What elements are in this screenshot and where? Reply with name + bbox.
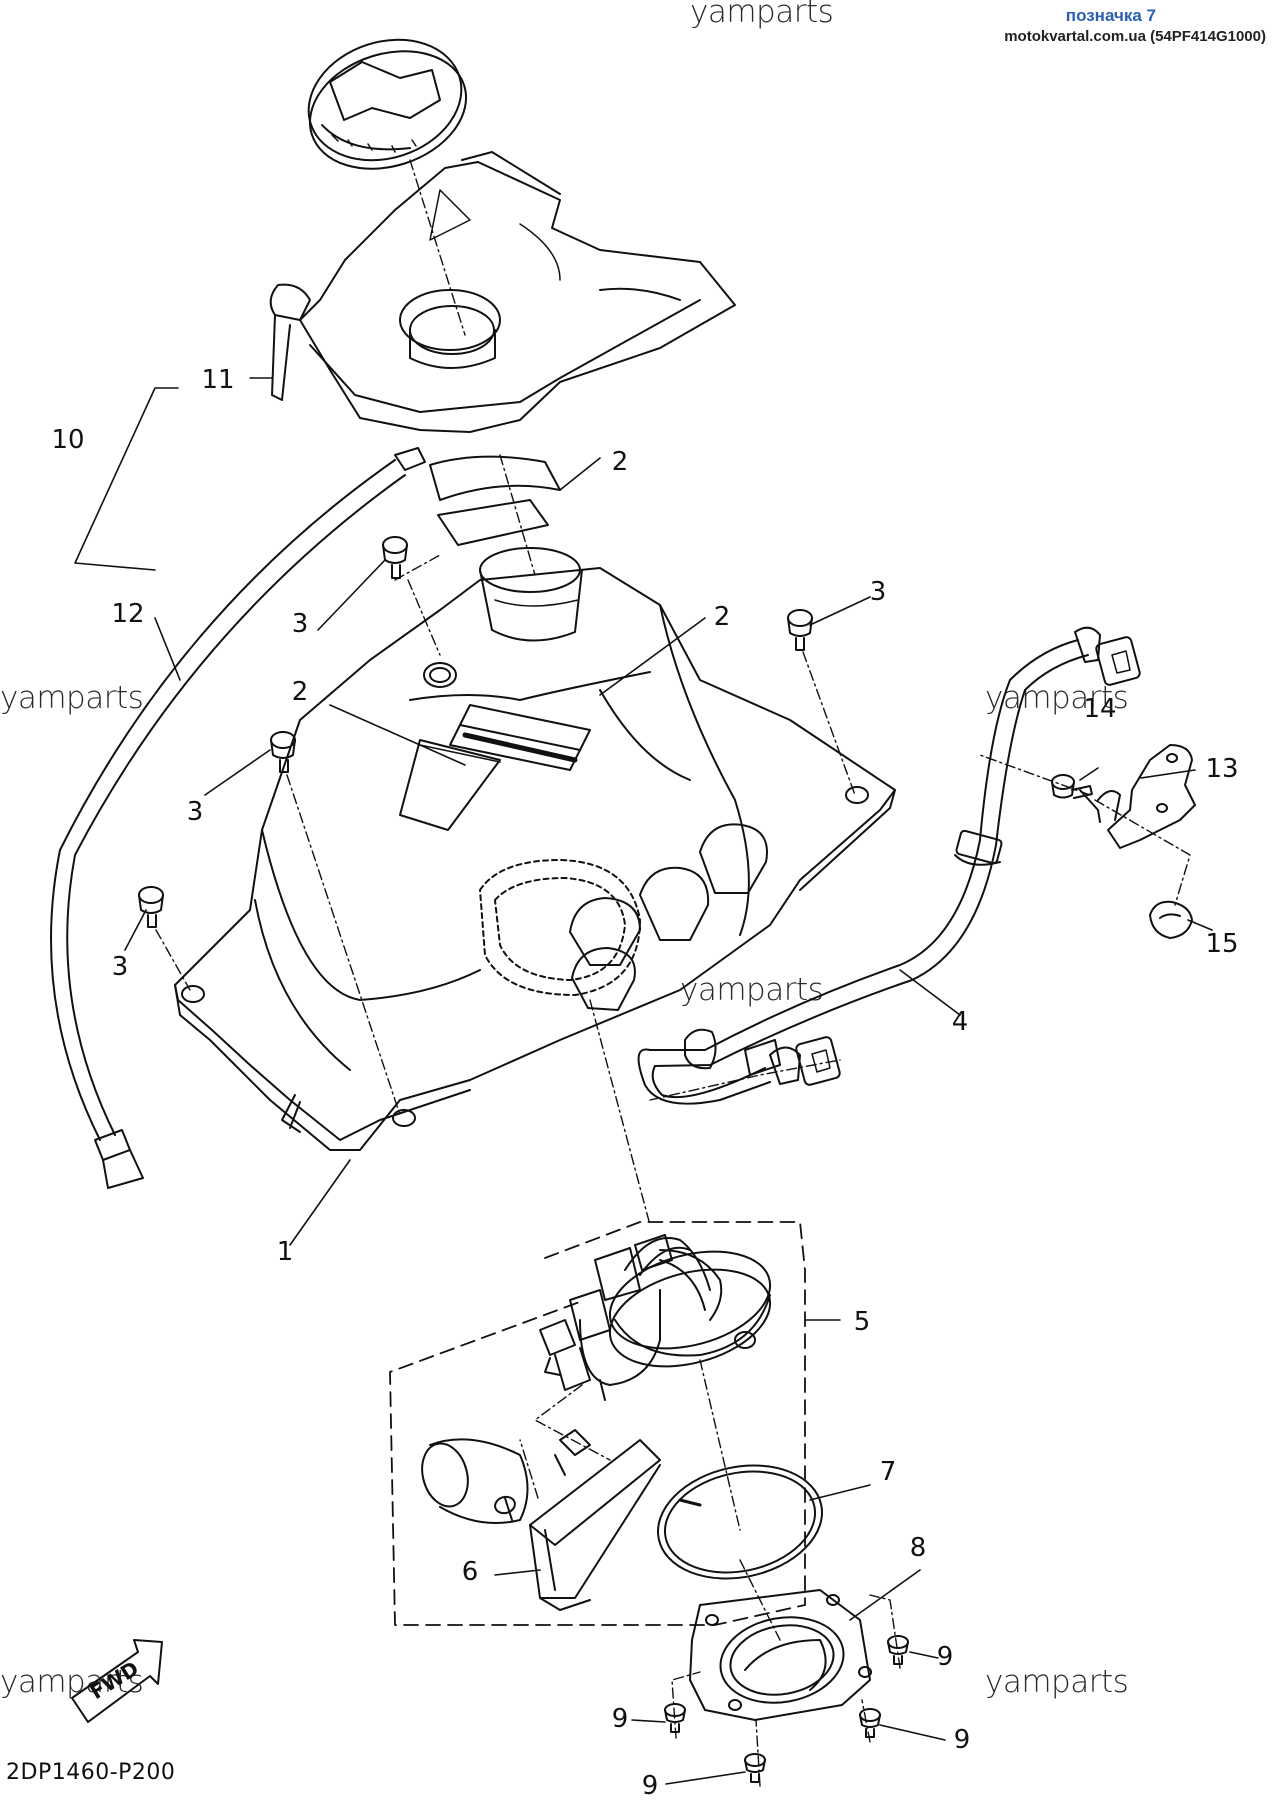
- callout-7[interactable]: 7: [880, 1457, 897, 1487]
- bolt[interactable]: [382, 536, 408, 579]
- breather-hose[interactable]: [50, 459, 406, 1189]
- gasket-plate[interactable]: [689, 1589, 872, 1721]
- fuel-pump-assembly[interactable]: [539, 1234, 781, 1401]
- callout-9[interactable]: 9: [937, 1642, 954, 1672]
- source-reference: motokvartal.com.ua (54PF414G1000): [1004, 28, 1266, 45]
- fuel-hose[interactable]: [637, 626, 1141, 1105]
- lock-ring[interactable]: [647, 1451, 832, 1593]
- diagram-badge[interactable]: позначка 7: [1065, 6, 1156, 25]
- hose-clamp[interactable]: [1149, 900, 1193, 939]
- callout-6[interactable]: 6: [462, 1557, 479, 1587]
- callout-3[interactable]: 3: [292, 609, 309, 639]
- callout-13[interactable]: 13: [1205, 754, 1238, 784]
- fuel-cap[interactable]: [293, 21, 481, 188]
- callout-1[interactable]: 1: [277, 1237, 294, 1267]
- leader-lines: [74, 377, 1213, 1785]
- mount-hole: [845, 786, 869, 804]
- bolt[interactable]: [787, 609, 813, 651]
- fuel-tank[interactable]: [174, 547, 896, 1151]
- screws-9[interactable]: [664, 1635, 909, 1783]
- callout-10[interactable]: 10: [51, 425, 84, 455]
- watermark: yamparts: [985, 1664, 1129, 1700]
- screw[interactable]: [744, 1753, 766, 1783]
- callout-14[interactable]: 14: [1083, 694, 1116, 724]
- mount-hole: [392, 1109, 416, 1127]
- callout-5[interactable]: 5: [854, 1307, 871, 1337]
- bolt[interactable]: [138, 886, 164, 928]
- fuel-filter[interactable]: [529, 1429, 661, 1611]
- callout-8[interactable]: 8: [910, 1533, 927, 1563]
- callout-3[interactable]: 3: [112, 952, 129, 982]
- fwd-label: FWD: [86, 1656, 143, 1704]
- watermark: yamparts: [680, 972, 824, 1008]
- callout-15[interactable]: 15: [1205, 929, 1238, 959]
- bracket-bolt[interactable]: [1051, 774, 1093, 799]
- watermark: yamparts: [690, 0, 834, 30]
- damper-pads[interactable]: [399, 455, 591, 831]
- watermark: yamparts: [0, 1664, 144, 1700]
- callout-11[interactable]: 11: [201, 365, 234, 395]
- hose-bracket[interactable]: [1079, 744, 1196, 849]
- alignment-lines: [155, 159, 1191, 1787]
- callout-2[interactable]: 2: [292, 677, 309, 707]
- callout-4[interactable]: 4: [952, 1007, 969, 1037]
- pump-group-outline: [389, 1221, 806, 1626]
- callout-9[interactable]: 9: [612, 1704, 629, 1734]
- screw[interactable]: [887, 1635, 909, 1665]
- callout-3[interactable]: 3: [870, 577, 887, 607]
- screw[interactable]: [859, 1708, 881, 1738]
- fuel-pump-motor[interactable]: [415, 1438, 529, 1525]
- watermark: yamparts: [0, 680, 144, 716]
- callout-9[interactable]: 9: [642, 1771, 659, 1800]
- tank-top-cover[interactable]: [269, 151, 736, 471]
- callout-2[interactable]: 2: [612, 447, 629, 477]
- bolt[interactable]: [270, 731, 296, 773]
- watermark: yamparts: [985, 680, 1129, 716]
- callout-12[interactable]: 12: [111, 599, 144, 629]
- bolts-3[interactable]: [138, 536, 813, 928]
- mount-hole: [181, 985, 205, 1003]
- header: позначка 7 motokvartal.com.ua (54PF414G1…: [1004, 6, 1266, 45]
- callout-3[interactable]: 3: [187, 797, 204, 827]
- diagram-code: 2DP1460-P200: [6, 1760, 176, 1785]
- callout-9[interactable]: 9: [954, 1725, 971, 1755]
- callout-2[interactable]: 2: [714, 602, 731, 632]
- fwd-arrow: FWD: [71, 1639, 163, 1723]
